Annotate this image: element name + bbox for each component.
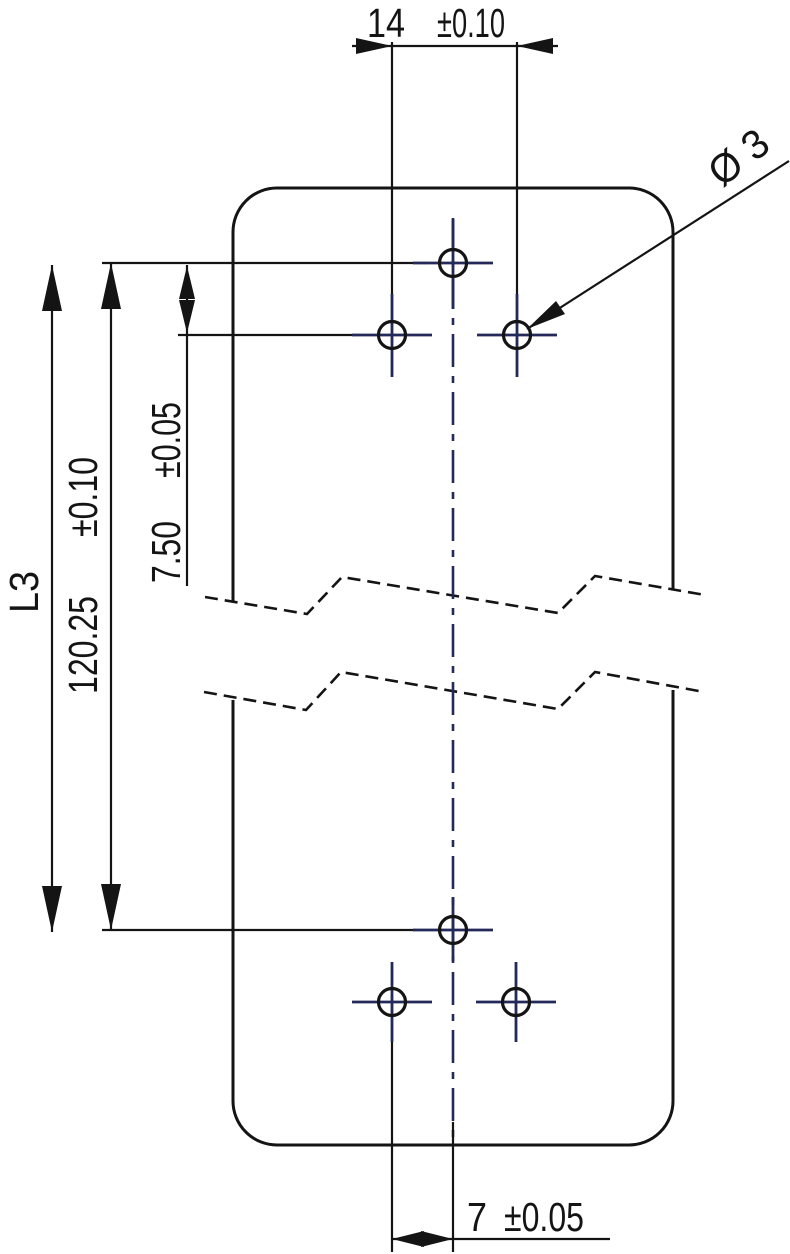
dimension-bottom-offset: 7 ±0.05 (392, 1194, 610, 1247)
plate-outline-upper (231, 186, 675, 601)
hole-bottom-right (476, 962, 556, 1042)
crosshair-icon (413, 897, 493, 961)
leader-hole-diameter: Ø 3 (526, 119, 790, 330)
crosshair-icon (413, 219, 493, 309)
row-offset-tolerance: ±0.05 (143, 402, 189, 478)
leader-line (526, 160, 790, 330)
hole-circle (376, 986, 408, 1018)
crosshair-icon (476, 962, 556, 1042)
overall-length-tolerance: ±0.10 (60, 457, 106, 537)
dimension-variable-length: L3 (1, 265, 62, 932)
hole-bottom-left (352, 962, 432, 1042)
hole-top-center (413, 219, 493, 309)
crosshair-icon (352, 962, 432, 1042)
variable-length-label: L3 (1, 571, 47, 613)
hole-circle (501, 319, 533, 351)
top-width-value: 14 (367, 0, 405, 46)
arrowhead-icon (392, 1231, 424, 1247)
arrowhead-icon (179, 266, 195, 299)
arrowhead-icon (421, 1231, 453, 1247)
crosshair-icon (477, 294, 557, 377)
bottom-offset-tolerance: ±0.05 (504, 1194, 584, 1240)
top-width-tolerance: ±0.10 (437, 0, 505, 46)
hole-circle (437, 247, 469, 279)
hole-top-left (352, 294, 432, 377)
dimension-top-width: 14 ±0.10 (352, 0, 558, 54)
overall-length-value: 120.25 (60, 596, 106, 694)
hole-circle (437, 914, 469, 946)
break-lines (203, 574, 706, 712)
arrowhead-icon (517, 38, 553, 54)
break-line-upper (204, 574, 706, 616)
extension-lines (102, 42, 519, 1252)
hole-circle (376, 319, 408, 351)
dimension-row-offset: 7.50 ±0.05 (143, 265, 195, 586)
arrowhead-icon (356, 38, 392, 54)
hole-bottom-center (413, 897, 493, 961)
crosshair-icon (352, 294, 432, 377)
arrowhead-icon (42, 886, 62, 932)
holes (352, 219, 557, 1042)
arrowhead-icon (527, 301, 565, 329)
arrowhead-icon (101, 263, 121, 309)
hole-diameter-label: Ø 3 (699, 119, 778, 195)
bottom-offset-value: 7 (467, 1194, 487, 1240)
break-line-lower (203, 670, 705, 712)
hole-circle (500, 986, 532, 1018)
arrowhead-icon (101, 884, 121, 930)
arrowhead-icon (42, 265, 62, 311)
hole-top-right (477, 294, 557, 377)
row-offset-value: 7.50 (143, 521, 189, 583)
arrowhead-icon (179, 300, 195, 333)
dimension-overall-length: 120.25 ±0.10 (60, 263, 121, 930)
